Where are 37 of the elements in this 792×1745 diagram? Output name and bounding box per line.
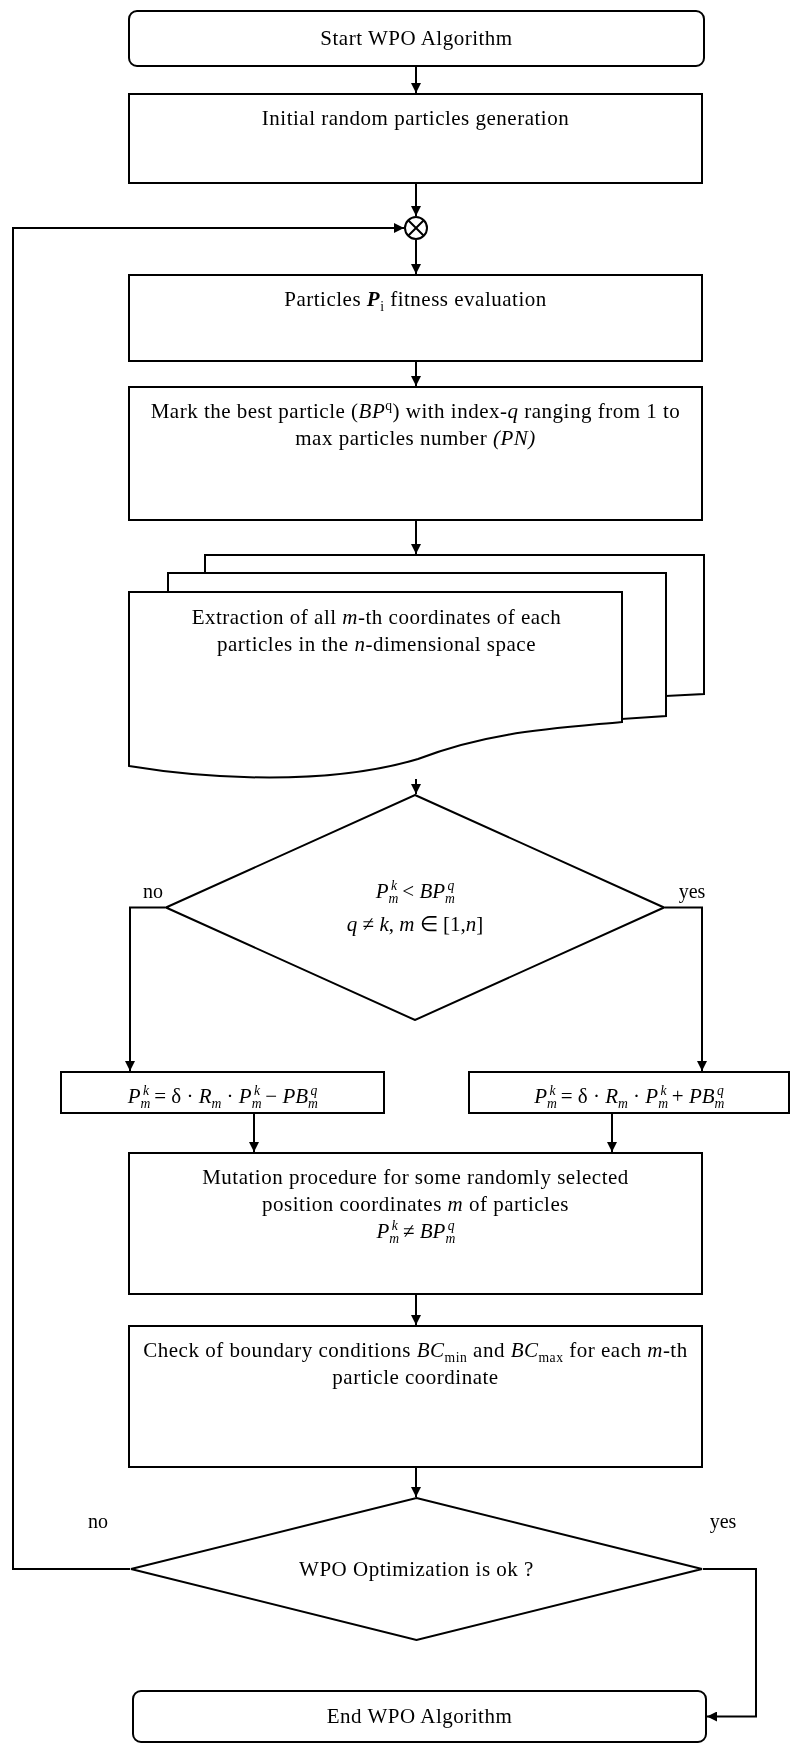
box-text: Mark the best particle (BP$^{q}$) with index-q ranging from 1 to max particles number (PN) [149,398,682,452]
box-text: End WPO Algorithm [326,1703,513,1730]
arrow [411,520,421,555]
decision-diamond [165,794,665,1021]
arrow [411,778,421,795]
process-box [128,386,703,521]
box-text: Check of boundary conditions BC$_{min}$ and BC$_{max}$ for each m-th particle coordinate [142,1337,689,1391]
arrow [607,1113,617,1153]
decision-diamond [130,1497,703,1641]
multi-document-shape [128,554,705,779]
process-box [128,274,703,362]
box-text: Start WPO Algorithm [320,25,513,52]
arrow [411,239,421,275]
process-box [128,93,703,184]
arrow [411,1467,421,1498]
summing-junction [404,216,428,240]
box-text: Mutation procedure for some randomly selected position coordinates m of particles [201,1164,630,1218]
arrow [664,906,707,1072]
formula-box [468,1071,790,1114]
arrow [702,1568,757,1722]
arrow [12,223,405,1570]
arrow [249,1113,259,1153]
arrow [411,1294,421,1326]
box-text: Particles P$_{i}$ fitness evaluation [284,286,547,313]
arrow [411,66,421,94]
arrow [411,183,421,217]
arrow [125,906,166,1072]
start-terminal [128,10,705,67]
formula: q ≠ k, m ∈ [1,n] [346,910,484,938]
box-text: Extraction of all m-th coordinates of each particles in the n-dimensional space [190,604,563,658]
formula-box [60,1071,385,1114]
end-terminal [132,1690,707,1743]
box-text: WPO Optimization is ok ? [299,1555,534,1583]
process-box [128,1325,703,1468]
arrow [411,361,421,387]
process-box [128,1152,703,1295]
box-text: Initial random particles generation [261,105,570,132]
